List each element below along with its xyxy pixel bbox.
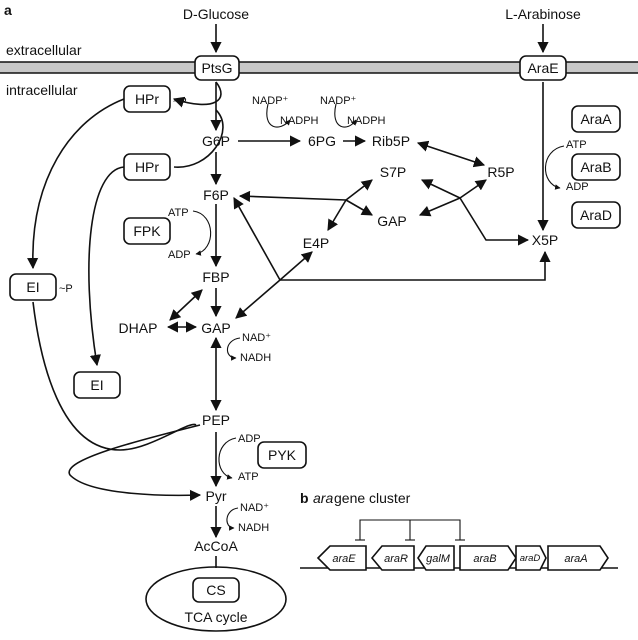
gene-araa: araA <box>547 545 609 571</box>
araa-box: AraA <box>571 105 621 133</box>
ei-p-label: EI <box>26 279 39 295</box>
pathway-arrows <box>27 24 565 539</box>
atp-fpk-label: ATP <box>168 207 189 219</box>
nadp2-label: NADP⁺ <box>320 95 357 107</box>
ei-label: EI <box>90 377 103 393</box>
e4p-label: E4P <box>303 235 329 251</box>
gene-galm: galM <box>417 545 455 571</box>
arad-label: AraD <box>580 207 612 223</box>
glucose-label: D-Glucose <box>183 6 249 22</box>
gene-arar: araR <box>370 545 415 571</box>
x5p-label: X5P <box>532 232 558 248</box>
gap-label: GAP <box>201 320 231 336</box>
hpr-label: HPr <box>135 159 159 175</box>
fbp-label: FBP <box>202 269 229 285</box>
arab-label: AraB <box>580 159 611 175</box>
gene-arab: araB <box>459 545 517 571</box>
gene-cluster-panel: b ara gene cluster araE araR galM araB <box>300 490 618 571</box>
adp-fpk-label: ADP <box>168 249 191 261</box>
arae-box: AraE <box>519 55 567 81</box>
tca-cycle: CS TCA cycle <box>145 556 287 632</box>
gene-arae-label: araE <box>332 553 356 565</box>
pep-label: PEP <box>202 412 230 428</box>
gene-cluster-title: gene cluster <box>334 490 411 506</box>
f6p-label: F6P <box>203 187 229 203</box>
fpk-label: FPK <box>133 223 161 239</box>
panel-b-label: b <box>300 490 309 506</box>
atp-pyk-label: ATP <box>238 471 259 483</box>
6pg-label: 6PG <box>308 133 336 149</box>
r5p-label: R5P <box>487 164 514 180</box>
gene-arae: araE <box>316 545 367 571</box>
s7p-label: S7P <box>380 164 406 180</box>
gene-arad: araD <box>515 545 547 571</box>
arab-box: AraB <box>571 153 621 181</box>
g6p-label: G6P <box>202 133 230 149</box>
pyk-box: PYK <box>257 441 307 469</box>
nadh-gap-label: NADH <box>240 352 271 364</box>
intracellular-label: intracellular <box>6 82 78 98</box>
gene-cluster-title-italic: ara <box>313 490 333 506</box>
pyr-label: Pyr <box>206 488 227 504</box>
atp-arab-label: ATP <box>566 139 587 151</box>
ptsg-box: PtsG <box>194 55 240 81</box>
hpr-box: HPr <box>123 153 171 181</box>
gene-arab-label: araB <box>473 553 496 565</box>
arad-box: AraD <box>571 201 621 229</box>
rib5p-label: Rib5P <box>372 133 410 149</box>
ei-p-box: EI <box>9 273 57 301</box>
adp-arab-label: ADP <box>566 181 589 193</box>
nadph1-label: NADPH <box>280 115 319 127</box>
tca-label: TCA cycle <box>184 609 247 625</box>
accoa-label: AcCoA <box>194 538 238 554</box>
adp-pyk-label: ADP <box>238 433 261 445</box>
pyk-label: PYK <box>268 447 297 463</box>
extracellular-label: extracellular <box>6 42 82 58</box>
nadh-pyr-label: NADH <box>238 522 269 534</box>
gap-ppp-label: GAP <box>377 213 407 229</box>
fpk-box: FPK <box>123 217 171 245</box>
arabinose-label: L-Arabinose <box>505 6 581 22</box>
hpr-p-box: HPr <box>123 85 171 113</box>
panel-a-label: a <box>4 2 12 18</box>
gene-arad-label: araD <box>520 553 541 564</box>
gene-arar-label: araR <box>384 553 408 565</box>
cs-label: CS <box>206 582 225 598</box>
gene-araa-label: araA <box>564 553 587 565</box>
dhap-label: DHAP <box>119 320 158 336</box>
ei-box: EI <box>73 371 121 399</box>
nad-pyr-label: NAD⁺ <box>240 502 269 514</box>
gene-galm-label: galM <box>426 553 451 565</box>
araa-label: AraA <box>580 111 612 127</box>
arae-label: AraE <box>527 60 558 76</box>
nad-gap-label: NAD⁺ <box>242 332 271 344</box>
ptsg-label: PtsG <box>201 60 232 76</box>
ei-phospho-label: ~P <box>59 283 73 295</box>
nadp1-label: NADP⁺ <box>252 95 289 107</box>
nadph2-label: NADPH <box>347 115 386 127</box>
hpr-p-label: HPr <box>135 91 159 107</box>
